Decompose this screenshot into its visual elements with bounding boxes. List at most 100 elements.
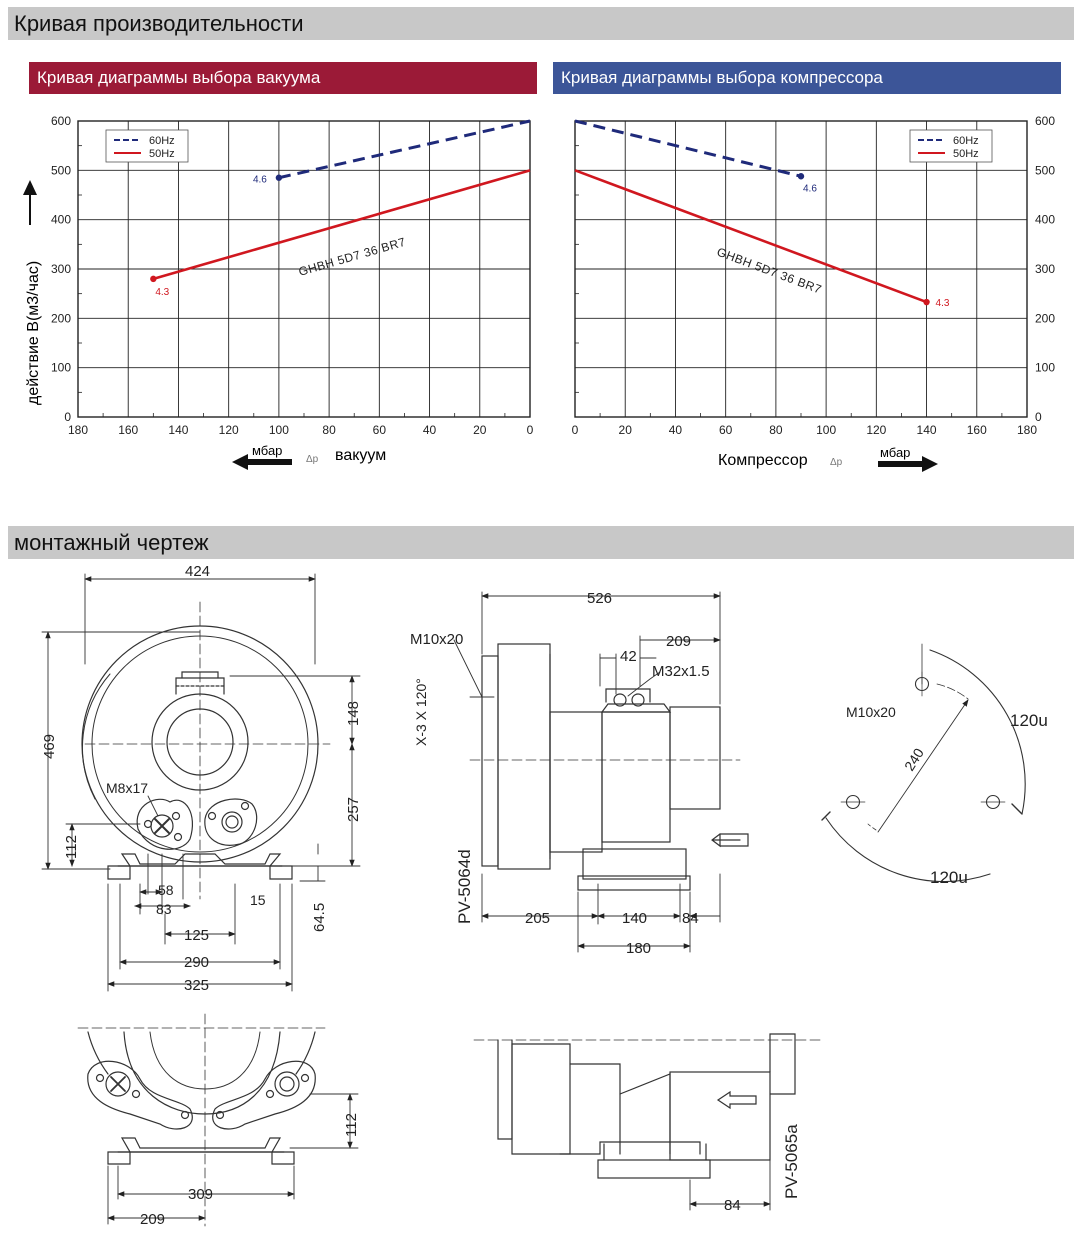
side-view-dimensions: 526 M10x20 209 42 M32x1.5 X-3 X 120° PV-… xyxy=(410,590,710,957)
vacuum-y-tick-label: 600 xyxy=(51,114,71,128)
vacuum-endpoint-label-60hz: 4.6 xyxy=(253,175,267,186)
compressor-direction-arrow-icon xyxy=(878,456,938,472)
compressor-x-tick-label: 80 xyxy=(769,423,783,437)
compressor-x-tick-label: 180 xyxy=(1017,423,1037,437)
compressor-y-tick-label: 500 xyxy=(1035,163,1055,177)
thread-m32x1-5: M32x1.5 xyxy=(652,663,710,680)
thread-m8x17: M8x17 xyxy=(106,780,148,796)
label-x3x120: X-3 X 120° xyxy=(413,678,429,746)
compressor-endpoint-label-60hz: 4.6 xyxy=(803,183,817,194)
vacuum-x-tick-label: 100 xyxy=(269,423,289,437)
vacuum-y-tick-label: 100 xyxy=(51,361,71,375)
vacuum-x-tick-label: 20 xyxy=(473,423,487,437)
compressor-y-tick-label: 200 xyxy=(1035,311,1055,325)
vacuum-x-tick-label: 0 xyxy=(527,423,534,437)
compressor-x-tick-label: 160 xyxy=(967,423,987,437)
dim-148: 148 xyxy=(345,701,362,726)
vacuum-x-tick-label: 140 xyxy=(168,423,188,437)
dim-58: 58 xyxy=(158,882,174,898)
compressor-x-tick-label: 0 xyxy=(572,423,579,437)
bottom-side-dimensions: PV-5065a 84 xyxy=(724,1124,801,1214)
y-axis-arrowhead-icon xyxy=(23,180,37,195)
vacuum-endpoint-50hz xyxy=(150,275,157,283)
dim-209-side: 209 xyxy=(666,633,691,650)
compressor-series-50hz xyxy=(574,169,928,304)
vacuum-y-tick-label: 200 xyxy=(51,311,71,325)
drawing-code-pv5064d: PV-5064d xyxy=(455,849,474,924)
vacuum-endpoint-60hz xyxy=(275,174,283,181)
dim-84-bottom: 84 xyxy=(724,1197,741,1214)
dim-469: 469 xyxy=(41,734,58,759)
dim-424: 424 xyxy=(185,563,210,580)
compressor-series-60hz xyxy=(574,119,802,178)
dim-240-bolt-circle: 240 xyxy=(901,745,927,773)
dim-309: 309 xyxy=(188,1186,213,1203)
compressor-x-tick-label: 60 xyxy=(719,423,733,437)
vacuum-y-axis-label: действие В(м3/час) xyxy=(25,261,42,405)
compressor-y-tick-label: 100 xyxy=(1035,361,1055,375)
dim-257: 257 xyxy=(345,797,362,822)
performance-section-header: Кривая производительности xyxy=(8,7,1074,40)
dim-83: 83 xyxy=(156,901,172,917)
dim-526: 526 xyxy=(587,590,612,607)
vacuum-legend-label-60hz: 60Hz xyxy=(149,135,175,147)
dim-42: 42 xyxy=(620,648,637,665)
compressor-x-unit: мбар xyxy=(880,445,910,460)
compressor-y-tick-label: 400 xyxy=(1035,213,1055,227)
flange-view xyxy=(821,643,1026,883)
vacuum-x-axis-label: вакуум xyxy=(335,447,386,464)
compressor-x-symbol: Δp xyxy=(830,457,843,468)
performance-charts: действие В(м3/час) 180 160 140 120 100 80 60 40… xyxy=(23,114,1056,472)
side-view xyxy=(453,591,749,953)
vacuum-chart-header: Кривая диаграммы выбора вакуума xyxy=(29,62,537,94)
vacuum-x-tick-label: 80 xyxy=(322,423,336,437)
vacuum-x-symbol: Δp xyxy=(306,454,319,465)
front-view xyxy=(41,573,361,992)
vacuum-x-unit: мбар xyxy=(252,443,282,458)
vacuum-y-tick-label: 0 xyxy=(64,410,71,424)
compressor-y-tick-label: 0 xyxy=(1035,410,1042,424)
bottom-side-view xyxy=(473,1033,821,1211)
dim-180: 180 xyxy=(626,940,651,957)
compressor-x-tick-label: 140 xyxy=(917,423,937,437)
bottom-front-dimensions: 112 309 209 xyxy=(140,1113,360,1228)
drawing-code-pv5065a: PV-5065a xyxy=(782,1124,801,1199)
angle-120-lower: 120u xyxy=(930,868,968,887)
compressor-endpoint-50hz xyxy=(923,298,930,306)
dim-290: 290 xyxy=(184,954,209,971)
dim-112-front: 112 xyxy=(63,835,80,859)
thread-m10x20-flange: M10x20 xyxy=(846,704,896,720)
vacuum-x-tick-label: 40 xyxy=(423,423,437,437)
performance-section-title: Кривая производительности xyxy=(14,11,304,36)
vacuum-legend xyxy=(105,129,189,163)
vacuum-x-tick-label: 60 xyxy=(373,423,387,437)
dim-205: 205 xyxy=(525,910,550,927)
compressor-legend-label-60hz: 60Hz xyxy=(953,135,979,147)
dim-125: 125 xyxy=(184,927,209,944)
bottom-front-view xyxy=(77,1013,359,1227)
compressor-chart-title: Кривая диаграммы выбора компрессора xyxy=(561,68,883,87)
dim-15: 15 xyxy=(250,892,266,908)
thread-m10x20-side: M10x20 xyxy=(410,631,463,648)
vacuum-series-60hz xyxy=(278,119,531,180)
dim-325: 325 xyxy=(184,977,209,994)
dim-112-bottom: 112 xyxy=(343,1113,360,1137)
compressor-endpoint-label-50hz: 4.3 xyxy=(936,298,950,309)
vacuum-chart-title: Кривая диаграммы выбора вакуума xyxy=(37,68,321,87)
vacuum-x-tick-label: 160 xyxy=(118,423,138,437)
mounting-section-title: монтажный чертеж xyxy=(14,530,209,555)
vacuum-x-tick-label: 180 xyxy=(68,423,88,437)
compressor-x-tick-label: 120 xyxy=(866,423,886,437)
dim-64-5: 64.5 xyxy=(311,903,328,932)
angle-120-upper: 120u xyxy=(1010,711,1048,730)
mounting-section-header: монтажный чертеж xyxy=(8,526,1074,559)
compressor-legend-label-50hz: 50Hz xyxy=(953,148,979,160)
compressor-legend xyxy=(909,129,993,163)
vacuum-y-tick-label: 300 xyxy=(51,262,71,276)
compressor-chart-header: Кривая диаграммы выбора компрессора xyxy=(553,62,1061,94)
mounting-drawing: 424 469 148 257 112 M8x17 58 83 15 125 2… xyxy=(41,563,1048,1228)
compressor-x-axis-label: Компрессор xyxy=(718,452,808,469)
compressor-y-tick-label: 600 xyxy=(1035,114,1055,128)
